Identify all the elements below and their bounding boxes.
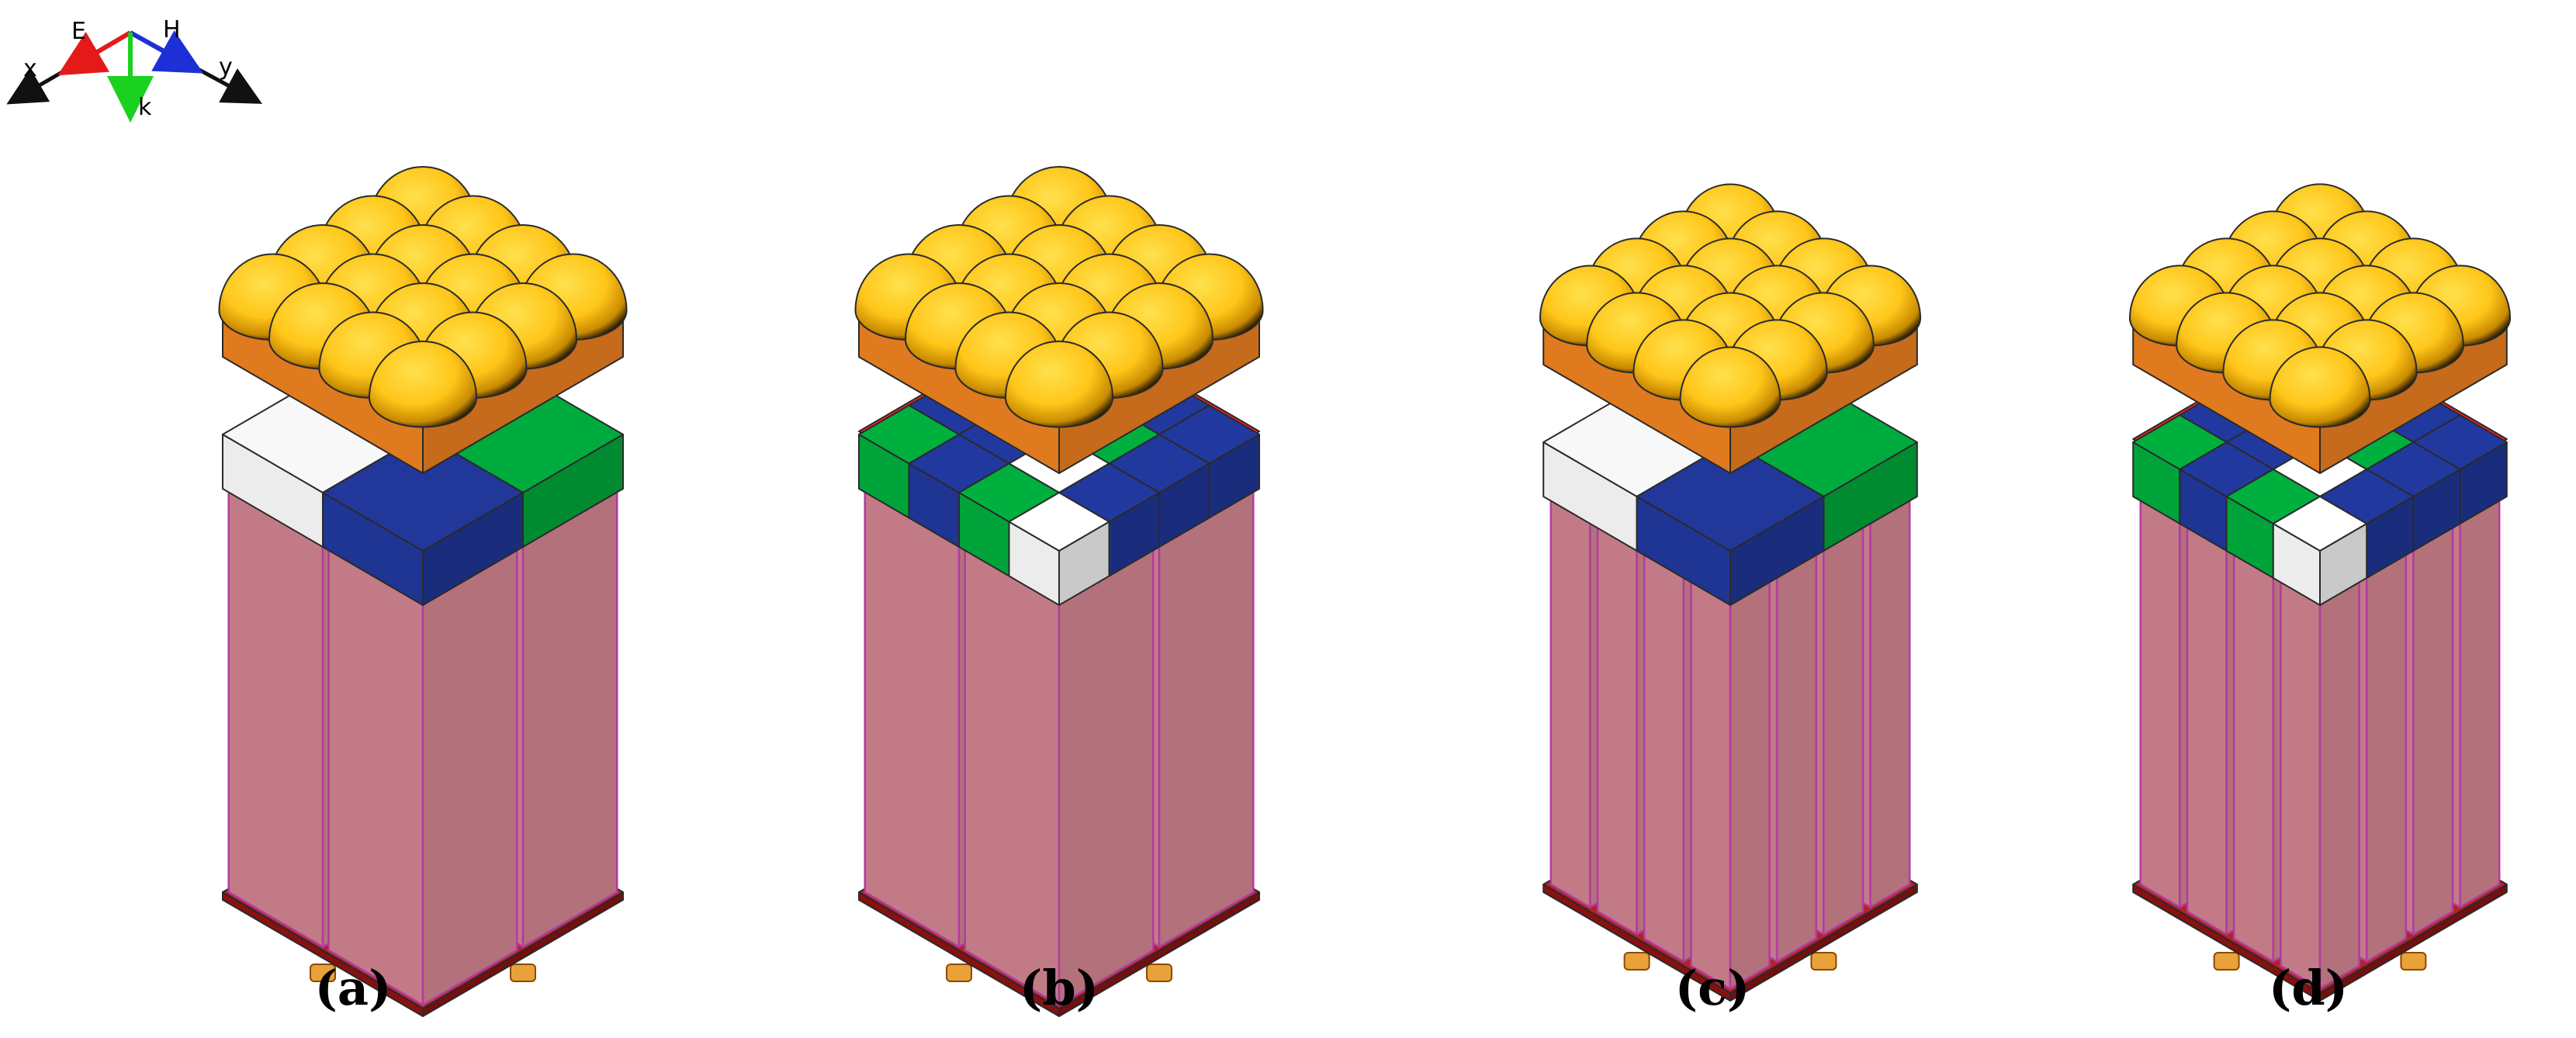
mount-foot (310, 964, 336, 982)
pillar-left-face (2232, 534, 2275, 963)
pillar-right-face (1869, 479, 1911, 908)
panel-caption-a: (a) (315, 960, 392, 1016)
h-field-arrow (129, 30, 204, 74)
pillar-left-face (2280, 561, 2322, 990)
k-vector-label: k (138, 94, 152, 121)
block-cell-top-face (322, 434, 524, 552)
pillar-left-face (2139, 479, 2181, 908)
pillar-right-face (1775, 534, 1818, 963)
pillar-right-face (1823, 507, 1864, 936)
dome-cap (2269, 346, 2371, 428)
panel-d (2128, 183, 2512, 1002)
panel-c (1539, 183, 1922, 1002)
pillar-right-face (1058, 545, 1155, 1006)
pillar-left-face (1643, 534, 1685, 963)
pillar-left-face (1596, 507, 1638, 936)
panel-a (218, 166, 628, 1017)
pillar-left-face (1549, 479, 1591, 908)
mount-foot (1623, 952, 1650, 971)
block-cell-top-face (2272, 496, 2368, 552)
y-axis-label: y (219, 54, 233, 81)
mount-foot (1146, 964, 1172, 982)
block-cell-top-face (1636, 441, 1825, 552)
panels (218, 166, 2512, 1017)
mount-foot (2400, 952, 2427, 971)
axis-triad: x E k H y (6, 16, 262, 123)
dome-cap (1004, 341, 1114, 428)
pillar-left-face (864, 487, 961, 948)
pillar-right-face (2365, 534, 2408, 963)
pillar-right-face (521, 487, 618, 948)
pillar-right-face (2318, 561, 2360, 990)
dome-cap (1679, 346, 1781, 428)
panel-caption-b: (b) (1020, 960, 1099, 1016)
mount-foot (946, 964, 972, 982)
pillar-right-face (2412, 507, 2454, 936)
h-field-label: H (163, 16, 181, 43)
panel-caption-c: (c) (1675, 960, 1750, 1016)
pillar-left-face (327, 545, 424, 1006)
panel-b (854, 166, 1264, 1017)
mount-foot (1810, 952, 1837, 971)
mount-foot (2213, 952, 2240, 971)
panel-caption-d: (d) (2269, 960, 2348, 1016)
pillar-right-face (1158, 487, 1255, 948)
block-cell-top-face (1008, 492, 1110, 552)
e-field-label: E (71, 18, 86, 45)
pillar-right-face (421, 545, 518, 1006)
mount-foot (510, 964, 536, 982)
pillar-left-face (1690, 561, 1732, 990)
x-axis-label: x (23, 55, 37, 82)
pillar-left-face (227, 487, 324, 948)
pillar-right-face (2459, 479, 2501, 908)
dome-cap (368, 341, 478, 428)
pillar-right-face (1729, 561, 1771, 990)
pillar-left-face (2186, 507, 2228, 936)
e-field-arrow (57, 30, 132, 76)
pillar-left-face (964, 545, 1061, 1006)
